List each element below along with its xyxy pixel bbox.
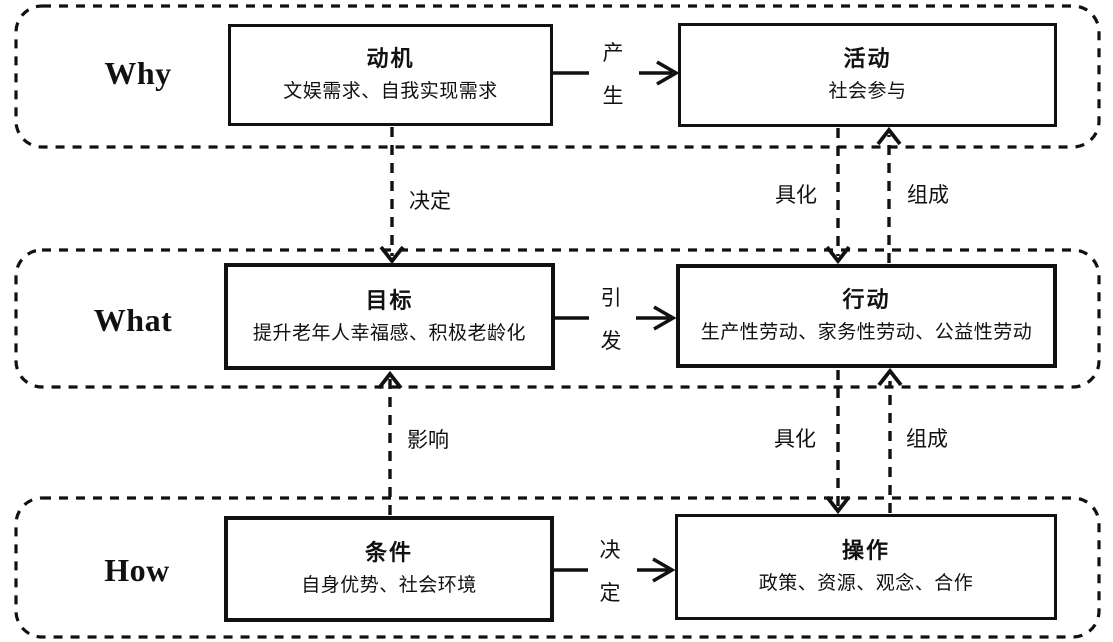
arrow-trigger [555,305,677,331]
box-activity-subtitle: 社会参与 [828,81,907,102]
arrow-determine [553,557,676,583]
box-action-subtitle: 生产性劳动、家务性劳动、公益性劳动 [700,322,1033,343]
arrow-concretize-upper-label: 具化 [775,184,817,207]
box-condition: 条件 自身优势、社会环境 [224,516,554,622]
row-label-how: How [104,552,170,588]
box-operation-subtitle: 政策、资源、观念、合作 [758,573,974,594]
box-goal-subtitle: 提升老年人幸福感、积极老龄化 [252,322,526,344]
arrow-compose-upper [876,126,902,263]
box-condition-subtitle: 自身优势、社会环境 [301,575,477,596]
arrow-produce-label: 产生 [602,42,624,108]
box-motivation: 动机 文娱需求、自我实现需求 [228,24,553,126]
box-goal-title: 目标 [365,287,414,313]
box-motivation-title: 动机 [366,46,415,71]
box-activity-title: 活动 [843,46,892,71]
arrow-compose-lower [877,367,903,513]
row-label-what: What [93,302,173,338]
arrow-decide-label: 决定 [409,190,451,213]
row-frame-why [14,4,1101,149]
arrow-concretize-lower [825,370,851,515]
arrow-influence-up [377,370,403,515]
row-label-why: Why [104,55,172,91]
box-action-title: 行动 [842,287,891,312]
box-motivation-subtitle: 文娱需求、自我实现需求 [283,81,498,102]
box-activity: 活动 社会参与 [678,23,1057,127]
arrow-decide-down [379,127,405,265]
box-operation: 操作 政策、资源、观念、合作 [675,514,1057,620]
arrow-trigger-label: 引发 [600,287,622,353]
box-action: 行动 生产性劳动、家务性劳动、公益性劳动 [676,264,1057,368]
arrow-determine-label: 决定 [599,539,621,605]
row-frame-what [14,248,1101,389]
box-goal: 目标 提升老年人幸福感、积极老龄化 [224,263,555,370]
arrow-compose-lower-label: 组成 [906,428,948,451]
arrow-concretize-lower-label: 具化 [774,428,816,451]
arrow-concretize-upper [825,128,851,265]
box-operation-title: 操作 [841,538,890,563]
row-frame-how [14,496,1101,639]
box-condition-title: 条件 [364,540,413,565]
arrow-influence-label: 影响 [407,429,449,452]
arrow-produce [553,60,680,86]
arrow-compose-upper-label: 组成 [907,184,949,207]
